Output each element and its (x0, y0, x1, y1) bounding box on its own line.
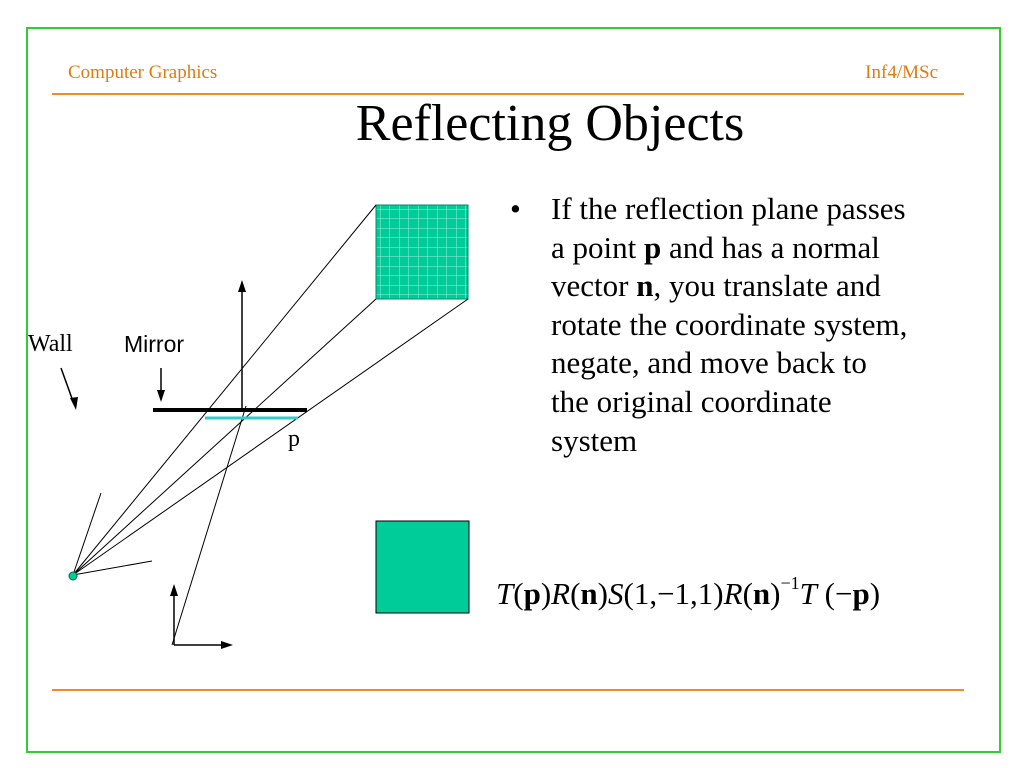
bullet-line: vector n, you translate and (551, 268, 881, 304)
bullet-line: negate, and move back to (551, 345, 867, 381)
sight-line (72, 204, 377, 576)
footer-rule (52, 689, 964, 691)
slide-title: Reflecting Objects (355, 95, 745, 152)
arrow-head-icon (157, 390, 165, 402)
reflected-object-square (375, 204, 469, 300)
eye-ray (72, 560, 153, 576)
bullet-line: system (551, 422, 638, 458)
bullet-marker: • (510, 191, 521, 226)
bullet-line: rotate the coordinate system, (551, 306, 908, 342)
eye-ray (72, 492, 102, 576)
object-square (375, 520, 470, 614)
arrow-head-icon (70, 397, 78, 410)
sight-line (72, 298, 469, 576)
slide-frame (26, 27, 1001, 753)
header-level: Inf4/MSc (865, 62, 938, 83)
bullet-line: If the reflection plane passes (551, 191, 906, 226)
wall-label: Wall (28, 331, 73, 357)
arrow-head-icon (221, 641, 233, 649)
reflection-formula: T(p)R(n)S(1,−1,1)R(n)−1T (−p) (496, 572, 881, 611)
header-course: Computer Graphics (68, 62, 218, 83)
mirror-label: Mirror (124, 331, 185, 357)
sight-line (72, 298, 377, 576)
eye-point (68, 571, 78, 581)
bullet-line: a point p and has a normal (551, 229, 880, 265)
bullet-line: the original coordinate (551, 383, 832, 419)
point-p-label: p (288, 426, 300, 452)
header-rule (52, 93, 964, 95)
arrow-head-icon (238, 280, 246, 292)
arrow-head-icon (170, 584, 178, 596)
reflected-ray (171, 405, 247, 646)
